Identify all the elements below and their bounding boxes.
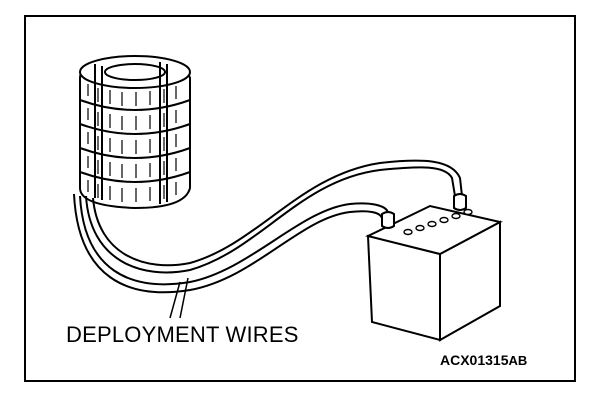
- figure-border: [24, 15, 576, 382]
- tire-stack-icon: [79, 55, 191, 210]
- figure-code-main: ACX01315: [440, 352, 509, 368]
- battery-icon: [365, 193, 503, 342]
- figure-code: ACX01315AB: [440, 352, 527, 368]
- wire-harness: [73, 159, 463, 319]
- deployment-wires-label: DEPLOYMENT WIRES: [66, 322, 299, 347]
- figure-code-suffix: AB: [508, 353, 528, 368]
